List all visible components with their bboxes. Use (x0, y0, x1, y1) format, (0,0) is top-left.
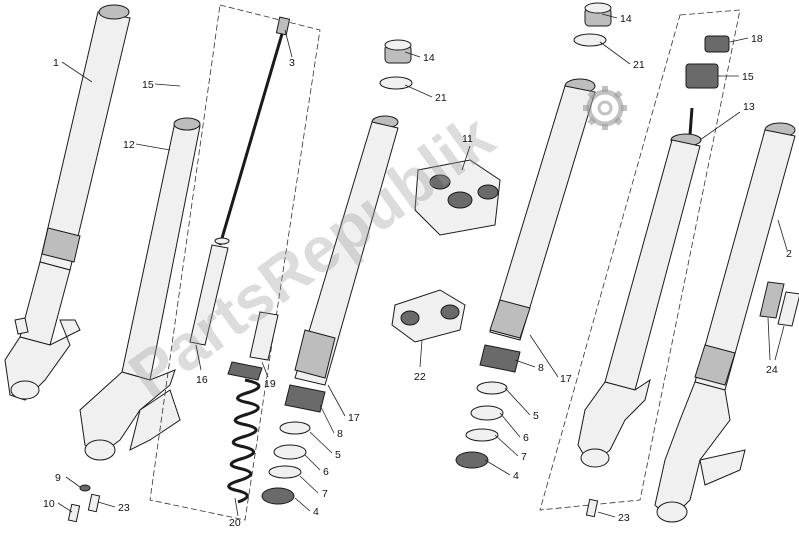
seal-stack-right (455, 344, 521, 469)
lower-clamp (391, 289, 466, 343)
callout-24: 24 (766, 364, 778, 376)
callout-14-left: 14 (423, 52, 435, 64)
callout-18: 18 (751, 33, 763, 45)
bolt-right (585, 498, 599, 518)
callout-3: 3 (289, 57, 295, 69)
callout-7-right: 7 (521, 451, 527, 463)
callout-11: 11 (462, 133, 473, 145)
callout-17-left: 17 (348, 412, 360, 424)
callout-7-left: 7 (322, 488, 328, 500)
upper-clamp (414, 159, 501, 236)
callout-4-left: 4 (313, 506, 319, 518)
right-inner-fork-assembly (577, 35, 730, 468)
callout-15-left: 15 (142, 79, 154, 91)
callout-23-left: 23 (118, 502, 130, 514)
seal-stack-left (261, 384, 326, 505)
callout-8-right: 8 (538, 362, 544, 374)
callout-8-left: 8 (337, 428, 343, 440)
right-outer-fork (654, 122, 796, 523)
spring-and-cartridge (227, 311, 279, 504)
callout-10: 10 (43, 498, 55, 510)
spring-coils (227, 378, 261, 504)
callout-16: 16 (196, 374, 208, 386)
pads-pair (759, 281, 799, 327)
gear-icon (583, 86, 627, 130)
left-fork-inner-assembly (79, 117, 201, 461)
top-cap-center-right (573, 2, 612, 47)
dashed-group-boundary-right (539, 9, 741, 511)
left-fork-outer-tube (4, 4, 131, 401)
callout-21-left: 21 (435, 92, 447, 104)
callout-22: 22 (414, 371, 426, 383)
callout-5-right: 5 (533, 410, 539, 422)
callout-14-right: 14 (620, 13, 632, 25)
center-right-fork-tube (489, 78, 596, 341)
callout-21-right: 21 (633, 59, 645, 71)
callout-17-right: 17 (560, 373, 572, 385)
callout-23-right: 23 (618, 512, 630, 524)
callout-2: 2 (786, 248, 792, 260)
damper-rod (189, 16, 291, 346)
leader-lines (57, 13, 788, 518)
callout-5-left: 5 (335, 449, 341, 461)
callout-9: 9 (55, 472, 61, 484)
callout-12: 12 (123, 139, 135, 151)
callout-6-right: 6 (523, 432, 529, 444)
callout-6-left: 6 (323, 466, 329, 478)
callout-labels: 1 15 12 3 14 21 16 19 20 17 8 5 6 7 4 9 … (43, 13, 792, 529)
callout-4-right: 4 (513, 470, 519, 482)
callout-19: 19 (264, 378, 276, 390)
center-left-fork-tube (294, 115, 399, 386)
bolts-left (67, 484, 101, 523)
callout-13: 13 (743, 101, 755, 113)
callout-20: 20 (229, 517, 241, 529)
callout-15-right: 15 (742, 71, 754, 83)
callout-1: 1 (53, 57, 59, 69)
top-cap-center-left (379, 39, 413, 90)
